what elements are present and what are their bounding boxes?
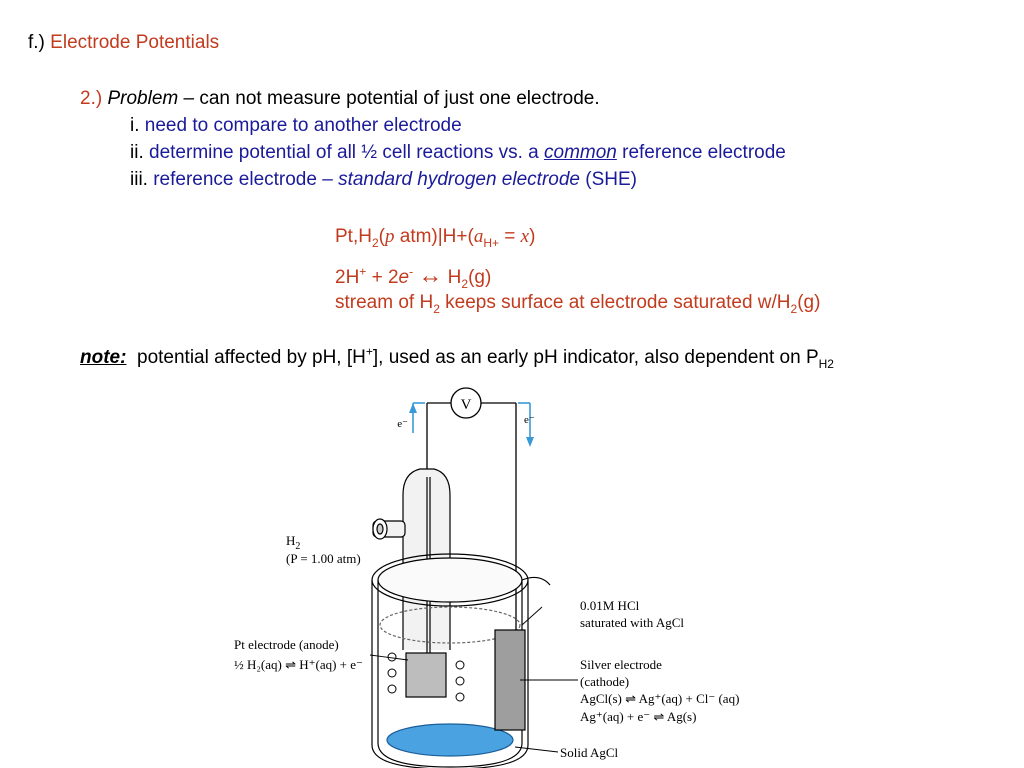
electron-arrows: [409, 402, 534, 447]
cell-p: p: [384, 226, 395, 247]
point-3-emph: standard hydrogen electrode: [338, 169, 580, 190]
pt-label-1: Pt electrode (anode): [234, 637, 339, 652]
cell-c: atm)|H+(: [394, 226, 474, 247]
point-3-text-b: (SHE): [579, 169, 637, 190]
stream-sub2: 2: [790, 301, 798, 316]
reaction-sub: 2: [461, 276, 469, 291]
hcl-label-1: 0.01M HCl: [580, 598, 640, 613]
electron-label-left: e⁻: [397, 418, 408, 430]
cell-eq: =: [499, 226, 521, 247]
pressure-label: (P = 1.00 atm): [286, 551, 361, 566]
cell-sub: 2: [371, 235, 379, 250]
solid-agcl-layer: [386, 723, 514, 757]
cell-a: Pt,H: [335, 226, 372, 247]
reaction-line: 2H+ + 2e- ↔ H2(g): [335, 262, 491, 290]
problem-number: 2.): [80, 88, 103, 109]
bubbles-left: [387, 652, 465, 702]
reaction-sup2: -: [409, 264, 414, 279]
h2-label: H2: [286, 533, 300, 552]
reaction-b: + 2: [366, 267, 399, 288]
point-3: iii. reference electrode – standard hydr…: [130, 169, 637, 191]
note-b: ], used as an early pH indicator, also d…: [372, 347, 819, 368]
note-a: potential affected by pH, [H: [137, 347, 366, 368]
ag-label-1: Silver electrode: [580, 657, 662, 672]
voltmeter-label: V: [461, 397, 472, 413]
note-sub: H2: [818, 356, 834, 371]
point-1-number: i.: [130, 115, 140, 136]
electron-label-right: e⁻: [524, 414, 535, 426]
problem-line: 2.) Problem – can not measure potential …: [80, 88, 600, 110]
note-label: note:: [80, 347, 127, 368]
stream-line: stream of H2 keeps surface at electrode …: [335, 292, 821, 316]
point-1: i. need to compare to another electrode: [130, 115, 462, 137]
point-2-emph: common: [544, 142, 617, 163]
wires: [426, 402, 517, 635]
pt-electrode-plate: [405, 652, 447, 698]
stream-c: (g): [797, 292, 821, 313]
stream-sub1: 2: [433, 301, 440, 316]
voltmeter-icon: V: [450, 387, 482, 419]
reaction-d: (g): [468, 267, 492, 288]
stream-a: stream of H: [335, 292, 434, 313]
cell-notation: Pt,H2(p atm)|H+(aH+ = x): [335, 226, 536, 250]
note-sup: +: [365, 344, 373, 359]
ag-label-4: Ag⁺(aq) + e⁻ ⇌ Ag(s): [580, 709, 696, 724]
point-2-text-b: reference electrode: [616, 142, 786, 163]
problem-label: Problem: [107, 88, 179, 109]
point-3-text-a: reference electrode –: [153, 169, 339, 190]
reaction-sup1: +: [359, 264, 367, 279]
point-3-number: iii.: [130, 169, 148, 190]
title-prefix: f.): [28, 32, 45, 53]
reaction-e: e: [398, 267, 410, 288]
hcl-label-2: saturated with AgCl: [580, 615, 684, 630]
note-line: note: potential affected by pH, [H+], us…: [80, 344, 834, 371]
point-2-text-a: determine potential of all ½ cell reacti…: [149, 142, 544, 163]
stream-b: keeps surface at electrode saturated w/H: [439, 292, 791, 313]
point-2-number: ii.: [130, 142, 144, 163]
beaker: [371, 553, 551, 768]
problem-text: – can not measure potential of just one …: [178, 88, 600, 109]
point-2: ii. determine potential of all ½ cell re…: [130, 142, 786, 164]
ag-label-2: (cathode): [580, 674, 629, 689]
point-1-text: need to compare to another electrode: [144, 115, 462, 136]
slide-title: f.) Electrode Potentials: [28, 32, 219, 54]
pt-label-2: ½ H₂(aq) ⇌ H⁺(aq) + e⁻: [234, 657, 363, 672]
double-arrow-icon: ↔: [418, 262, 443, 289]
reaction-c: H: [442, 267, 462, 288]
solid-agcl-label: Solid AgCl: [560, 745, 619, 760]
reaction-a: 2H: [335, 267, 360, 288]
ag-label-3: AgCl(s) ⇌ Ag⁺(aq) + Cl⁻ (aq): [580, 691, 739, 706]
cell-b: (: [378, 226, 385, 247]
she-apparatus-diagram: V e⁻ e⁻: [234, 387, 739, 768]
cell-activity: a: [473, 226, 484, 247]
leader-lines: [369, 606, 578, 753]
cell-activity-sub: H+: [483, 235, 500, 250]
cell-x: x: [520, 226, 530, 247]
title-text: Electrode Potentials: [50, 32, 220, 53]
cell-d: ): [529, 226, 536, 247]
